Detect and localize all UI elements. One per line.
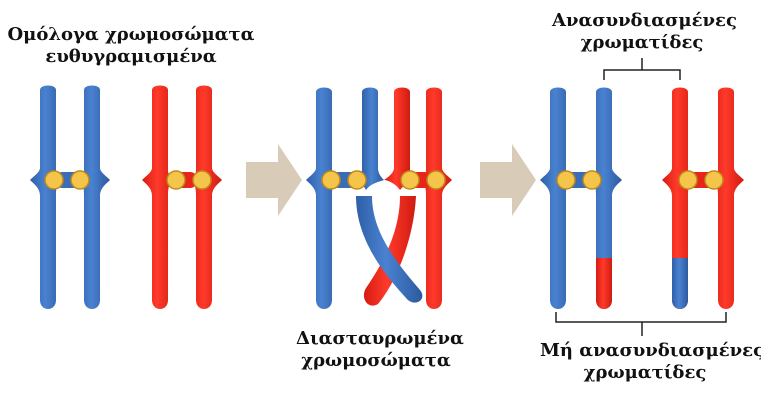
centromere-icon [348,171,366,189]
blue-chromatid-left [30,86,64,310]
centromere-icon [193,171,211,189]
label-line: χρωματίδες [552,32,732,54]
red-chromatid-left [142,86,176,310]
label-line: Ανασυνδιασμένες [552,10,732,32]
blue-chromatid-left [306,88,340,310]
centromere-icon [45,171,63,189]
centromere-icon [705,171,723,189]
label-line: χρωματίδες [540,362,750,384]
label-line: Ομόλογα χρωμοσώματα [6,24,256,46]
stage-crossed-chromosomes [306,88,452,310]
stage-aligned-homologs [30,86,222,310]
bracket-recombinant [604,58,680,80]
centromere-icon [427,171,445,189]
blue-chromatid-right [76,86,110,310]
centromere-icon [401,171,419,189]
label-line: ευθυγραμισμένα [6,46,256,68]
label-aligned-homologs: Ομόλογα χρωμοσώματα ευθυγραμισμένα [6,24,256,68]
right-arrow-icon [480,144,536,216]
red-chromatid-right [418,88,452,310]
red-chromatid-right [188,86,222,310]
right-arrow-icon [246,144,302,216]
blue-chromosome [540,88,622,310]
stage-recombinant-chromatids [540,58,744,336]
label-line: Μή ανασυνδιασμένες [540,340,750,362]
red-segment [596,258,612,309]
centromere-icon [679,171,697,189]
label-line: χρωμοσώματα [296,350,456,372]
red-chromosome [662,88,744,310]
centromere-icon [583,171,601,189]
bracket-non-recombinant [556,312,726,336]
label-non-recombinant-chromatids: Μή ανασυνδιασμένες χρωματίδες [540,340,750,384]
centromere-icon [167,171,185,189]
label-recombinant-chromatids: Ανασυνδιασμένες χρωματίδες [552,10,732,54]
centromere-icon [557,171,575,189]
centromere-icon [322,171,340,189]
red-chromatid-right [710,88,744,310]
blue-chromosome [30,86,110,310]
red-chromosome [142,86,222,310]
label-line: Διασταυρωμένα [296,328,456,350]
blue-chromatid-left [540,88,574,310]
centromere-icon [71,171,89,189]
label-crossed-chromosomes: Διασταυρωμένα χρωμοσώματα [296,328,456,372]
blue-segment [672,258,688,309]
